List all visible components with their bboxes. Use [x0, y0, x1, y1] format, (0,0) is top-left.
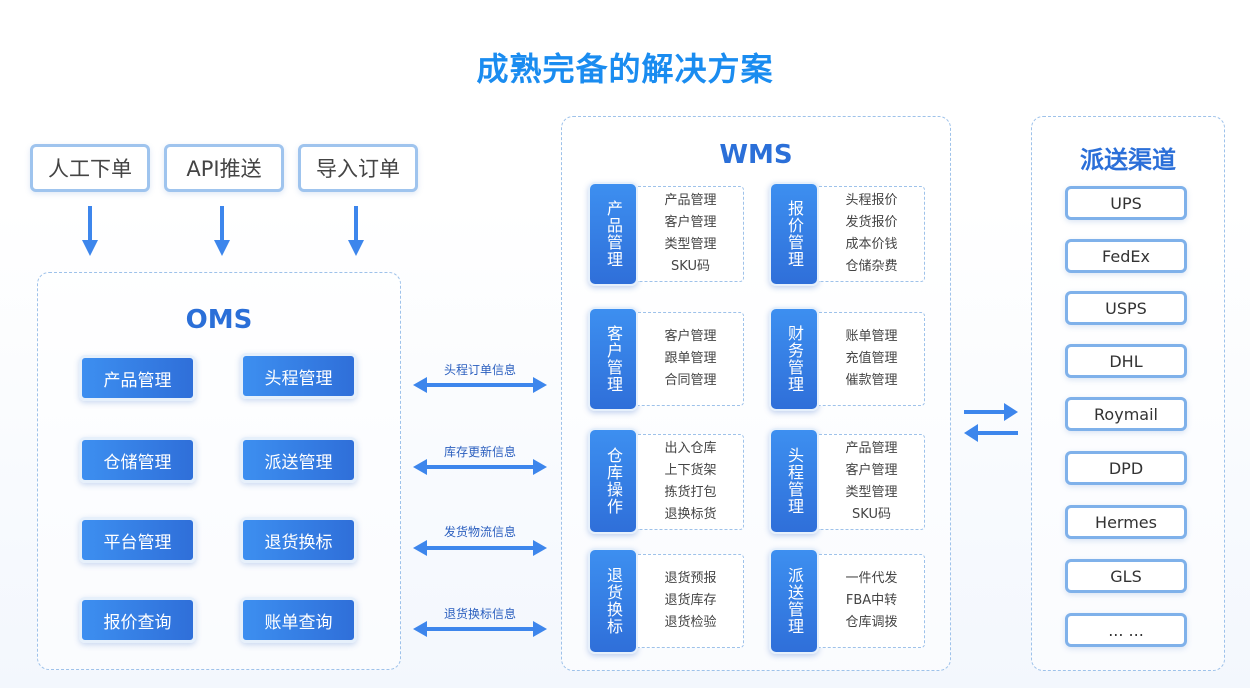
channel-gls[interactable]: GLS	[1065, 559, 1187, 593]
wms-group-list: 头程报价 发货报价 成本价钱 仓储杂费	[819, 186, 925, 282]
import-order-box: 导入订单	[298, 144, 418, 192]
wms-item: 成本价钱	[845, 237, 898, 252]
wms-item: 充值管理	[845, 351, 898, 366]
channel-roymail[interactable]: Roymail	[1065, 397, 1187, 431]
wms-item: 上下货架	[664, 463, 717, 478]
wms-group-tile[interactable]: 产品管理	[588, 182, 638, 286]
wms-group-tile[interactable]: 头程管理	[769, 428, 819, 534]
wms-group-list: 账单管理 充值管理 催款管理	[819, 312, 925, 406]
wms-item: 账单管理	[845, 329, 898, 344]
double-arrow-icon	[413, 540, 547, 556]
oms-module[interactable]: 报价查询	[79, 597, 196, 643]
down-arrow-icon	[348, 206, 364, 256]
flow-label: 退货换标信息	[443, 607, 516, 621]
channel-fedex[interactable]: FedEx	[1065, 239, 1187, 273]
oms-title: OMS	[185, 305, 253, 335]
down-arrow-icon	[82, 206, 98, 256]
wms-group-tile[interactable]: 报价管理	[769, 182, 819, 286]
wms-item: 仓储杂费	[845, 259, 898, 274]
double-arrow-icon	[413, 377, 547, 393]
channel-dpd[interactable]: DPD	[1065, 451, 1187, 485]
oms-module[interactable]: 账单查询	[240, 597, 357, 643]
wms-title: WMS	[719, 140, 793, 170]
wms-item: 类型管理	[664, 237, 717, 252]
channel-more[interactable]: ... ...	[1065, 613, 1187, 647]
wms-group-tile[interactable]: 财务管理	[769, 307, 819, 411]
wms-item: 类型管理	[845, 485, 898, 500]
wms-group-list: 产品管理 客户管理 类型管理 SKU码	[819, 434, 925, 530]
channels-title: 派送渠道	[1080, 146, 1176, 174]
wms-item: 出入仓库	[664, 441, 717, 456]
flow-label: 库存更新信息	[443, 445, 516, 459]
wms-item: 退货检验	[664, 615, 717, 630]
oms-module[interactable]: 平台管理	[79, 517, 196, 563]
oms-module[interactable]: 头程管理	[240, 353, 357, 399]
wms-group-tile[interactable]: 客户管理	[588, 307, 638, 411]
wms-item: 产品管理	[664, 193, 717, 208]
down-arrow-icon	[214, 206, 230, 256]
channel-usps[interactable]: USPS	[1065, 291, 1187, 325]
api-push-box: API推送	[164, 144, 284, 192]
wms-group-list: 客户管理 跟单管理 合同管理	[638, 312, 744, 406]
oms-module[interactable]: 退货换标	[240, 517, 357, 563]
flow-label: 发货物流信息	[443, 525, 516, 539]
wms-item: 合同管理	[664, 373, 717, 388]
wms-group-list: 退货预报 退货库存 退货检验	[638, 554, 744, 648]
wms-item: 头程报价	[845, 193, 898, 208]
wms-item: 退货预报	[664, 571, 717, 586]
flow-label: 头程订单信息	[443, 363, 516, 377]
wms-item: 跟单管理	[664, 351, 717, 366]
wms-item: 客户管理	[664, 215, 717, 230]
wms-group-list: 出入仓库 上下货架 拣货打包 退换标货	[638, 434, 744, 530]
channel-ups[interactable]: UPS	[1065, 186, 1187, 220]
wms-group-tile[interactable]: 仓库操作	[588, 428, 638, 534]
channel-hermes[interactable]: Hermes	[1065, 505, 1187, 539]
oms-module[interactable]: 仓储管理	[79, 437, 196, 483]
oms-module[interactable]: 产品管理	[79, 355, 196, 401]
wms-group-tile[interactable]: 派送管理	[769, 548, 819, 654]
wms-item: 催款管理	[845, 373, 898, 388]
wms-item: 客户管理	[664, 329, 717, 344]
channel-dhl[interactable]: DHL	[1065, 344, 1187, 378]
wms-item: 仓库调拨	[845, 615, 898, 630]
page-title: 成熟完备的解决方案	[476, 50, 774, 88]
wms-item: 拣货打包	[664, 485, 717, 500]
wms-item: 客户管理	[845, 463, 898, 478]
wms-item: 退换标货	[664, 507, 717, 522]
wms-item: 退货库存	[664, 593, 717, 608]
wms-item: SKU码	[671, 259, 710, 274]
wms-item: 产品管理	[845, 441, 898, 456]
oms-module[interactable]: 派送管理	[240, 437, 357, 483]
wms-item: SKU码	[852, 507, 891, 522]
wms-item: 发货报价	[845, 215, 898, 230]
exchange-arrows-icon	[964, 403, 1018, 442]
manual-order-box: 人工下单	[30, 144, 150, 192]
double-arrow-icon	[413, 459, 547, 475]
double-arrow-icon	[413, 621, 547, 637]
wms-item: 一件代发	[845, 571, 898, 586]
wms-group-tile[interactable]: 退货换标	[588, 548, 638, 654]
wms-item: FBA中转	[845, 593, 898, 608]
wms-group-list: 产品管理 客户管理 类型管理 SKU码	[638, 186, 744, 282]
wms-group-list: 一件代发 FBA中转 仓库调拨	[819, 554, 925, 648]
